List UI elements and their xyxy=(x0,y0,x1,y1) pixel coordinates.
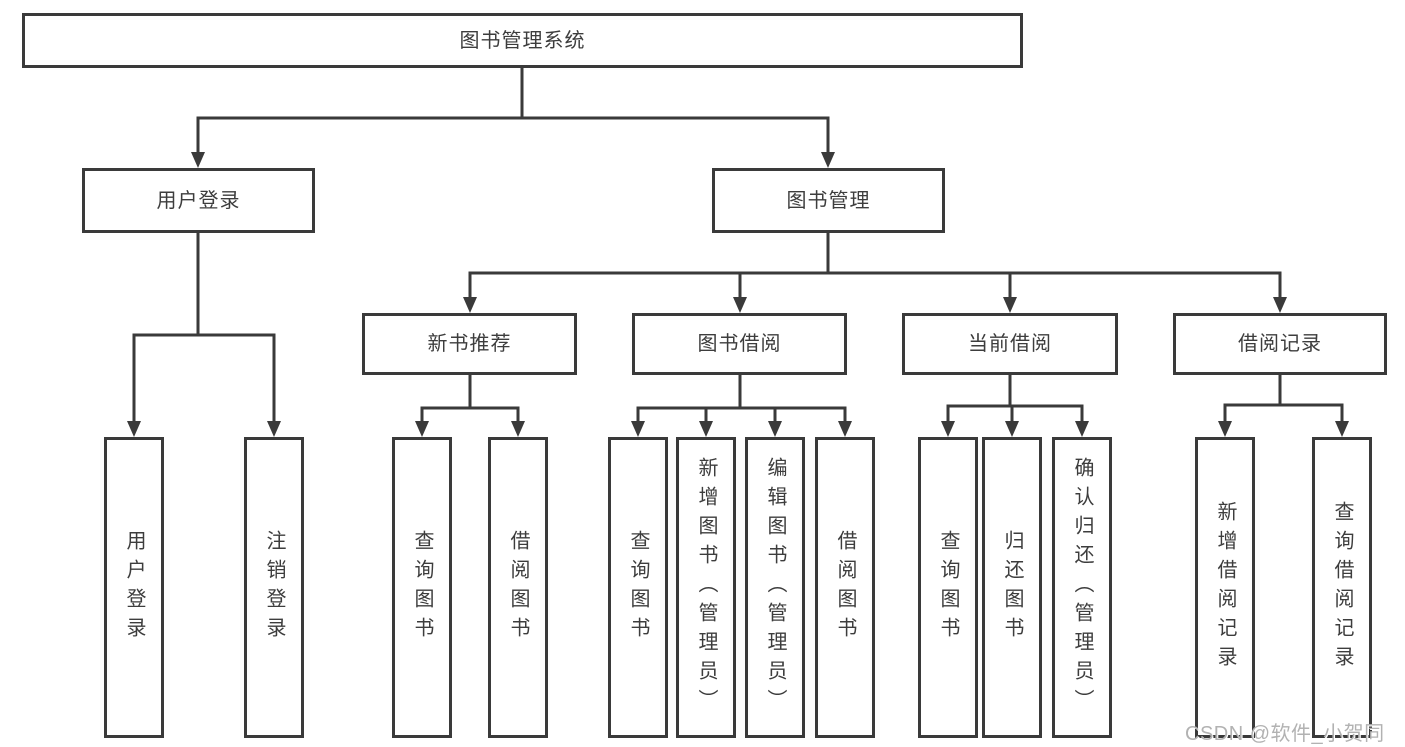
node-book-management: 图书管理 xyxy=(712,168,945,233)
node-leaf-user-login: 用户登录 xyxy=(104,437,164,738)
node-leaf-return-books: 归还图书 xyxy=(982,437,1042,738)
node-leaf-confirm-return-admin: 确认归还（管理员） xyxy=(1052,437,1112,738)
node-leaf-logout: 注销登录 xyxy=(244,437,304,738)
node-leaf-borrow-books-2: 借阅图书 xyxy=(815,437,875,738)
node-book-borrowing: 图书借阅 xyxy=(632,313,847,375)
node-user-login: 用户登录 xyxy=(82,168,315,233)
node-leaf-query-books-1: 查询图书 xyxy=(392,437,452,738)
node-leaf-add-borrow-record: 新增借阅记录 xyxy=(1195,437,1255,738)
csdn-watermark: CSDN @软件_小贺同学 xyxy=(1185,723,1385,745)
node-leaf-borrow-books-1: 借阅图书 xyxy=(488,437,548,738)
node-root: 图书管理系统 xyxy=(22,13,1023,68)
node-borrowing-records: 借阅记录 xyxy=(1173,313,1387,375)
node-current-borrowing: 当前借阅 xyxy=(902,313,1118,375)
node-leaf-query-books-3: 查询图书 xyxy=(918,437,978,738)
node-new-book-recommend: 新书推荐 xyxy=(362,313,577,375)
node-leaf-add-books-admin: 新增图书（管理员） xyxy=(676,437,736,738)
node-leaf-query-borrow-record: 查询借阅记录 xyxy=(1312,437,1372,738)
node-leaf-edit-books-admin: 编辑图书（管理员） xyxy=(745,437,805,738)
node-leaf-query-books-2: 查询图书 xyxy=(608,437,668,738)
